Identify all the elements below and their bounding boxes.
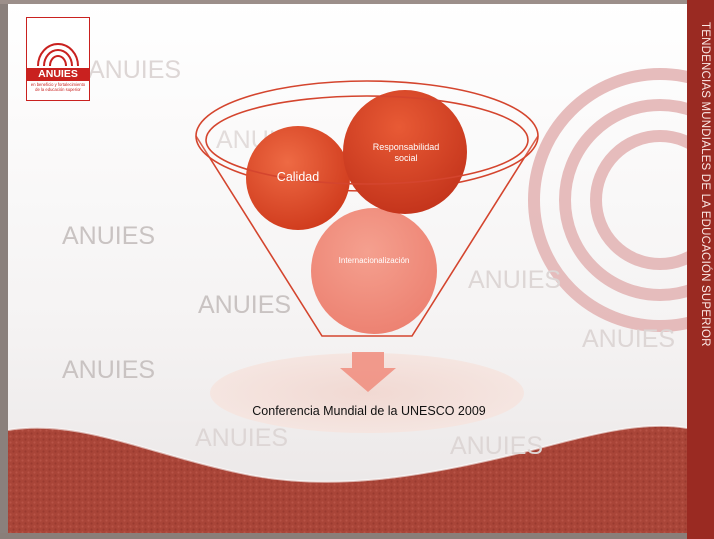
responsabilidad-social-bubble [343,90,467,214]
internacionalizacion-bubble [311,208,437,334]
funnel-item-label: Responsabilidad social [372,142,440,163]
anuies-logo: ANUIES en beneficio y fortalecimiento de… [26,17,90,101]
side-title: TENDENCIAS MUNDIALES DE LA EDUCACIÓN SUP… [699,22,711,347]
logo-name: ANUIES [27,68,89,81]
funnel-item-label: Internacionalización [338,256,410,265]
watermark: ANUIES [62,356,156,384]
down-arrow-icon [340,352,396,392]
watermark: ANUIES [450,432,544,460]
funnel-output-label: Conferencia Mundial de la UNESCO 2009 [252,404,486,418]
watermark: ANUIES [195,424,289,452]
top-frame [0,0,714,4]
logo-arcs-icon [37,43,79,67]
funnel-rim-inner [205,95,529,185]
funnel-outline [195,135,539,337]
watermark: ANUIES [468,266,562,294]
right-title-band [687,0,714,539]
calidad-bubble [246,126,350,230]
logo-tagline: en beneficio y fortalecimiento de la edu… [30,82,86,92]
watermark: ANUIES [198,291,292,319]
watermark: ANUIES [62,222,156,250]
funnel-item-label: Calidad [276,170,320,184]
watermark: ANUIES [88,56,182,84]
output-oval [210,353,524,433]
bottom-frame [0,533,714,539]
left-frame [0,0,8,539]
watermark: ANUIES [582,325,676,353]
